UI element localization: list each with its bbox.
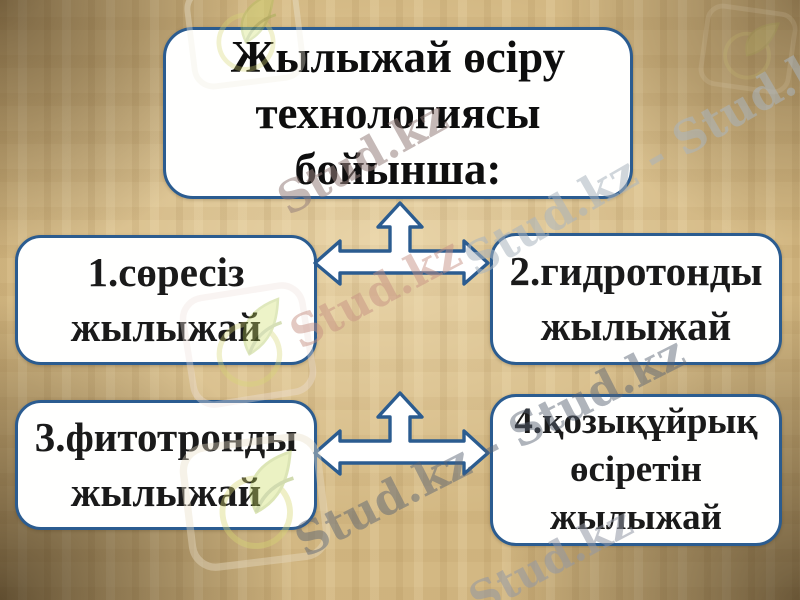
leaf-logo-icon	[698, 3, 798, 95]
diagram-node-3: 3.фитотронды жылыжай	[15, 400, 317, 530]
diagram-node-2: 2.гидротонды жылыжай	[490, 233, 782, 365]
node-3-label: 3.фитотронды жылыжай	[34, 414, 298, 515]
diagram-node-4: 4.қозықұйрық өсіретін жылыжай	[490, 394, 782, 546]
node-4-label: 4.қозықұйрық өсіретін жылыжай	[514, 401, 758, 538]
diagram-node-1: 1.сөресіз жылыжай	[15, 235, 317, 365]
node-1-label: 1.сөресіз жылыжай	[70, 249, 262, 350]
node-2-label: 2.гидротонды жылыжай	[509, 248, 763, 349]
title-box: Жылыжай өсіру технологиясы бойынша:	[163, 27, 633, 199]
three-way-arrow-icon-bottom	[313, 391, 490, 476]
three-way-arrow-icon-top	[313, 201, 490, 286]
slide-title: Жылыжай өсіру технологиясы бойынша:	[230, 32, 566, 194]
